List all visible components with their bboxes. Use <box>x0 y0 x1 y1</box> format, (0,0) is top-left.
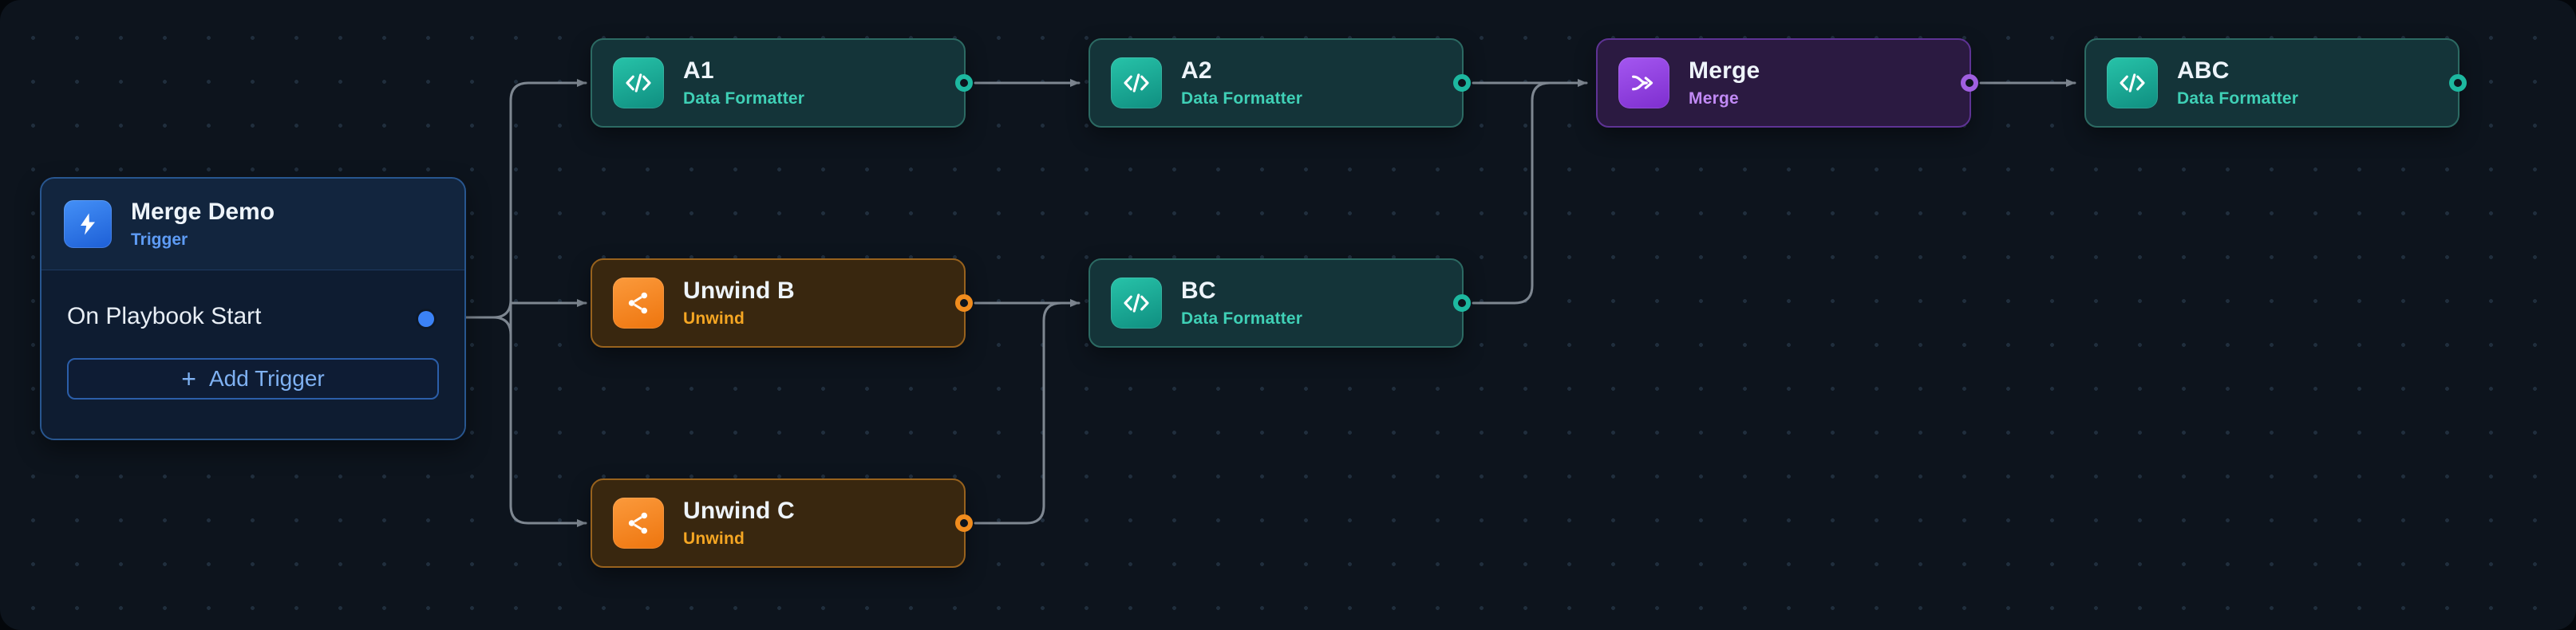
node-bc[interactable]: BC Data Formatter <box>1088 258 1471 348</box>
edge-unwind-c-bc <box>974 301 1074 525</box>
node-labels: A2 Data Formatter <box>1181 57 1302 108</box>
trigger-body: On Playbook Start + Add Trigger <box>41 270 464 439</box>
code-icon <box>1111 57 1162 108</box>
node-unwind-c[interactable]: Unwind C Unwind <box>591 478 973 568</box>
node-merge[interactable]: Merge Merge <box>1596 38 1978 128</box>
trigger-subtitle: Trigger <box>131 230 188 249</box>
split-icon <box>613 498 664 549</box>
node-subtitle: Unwind <box>683 530 745 548</box>
node-subtitle: Data Formatter <box>1181 309 1303 328</box>
node-labels: Merge Merge <box>1689 57 1760 108</box>
code-icon <box>1111 278 1162 329</box>
node-a1[interactable]: A1 Data Formatter <box>591 38 973 128</box>
node-subtitle: Unwind <box>683 309 745 328</box>
edge-bc-merge <box>1472 81 1575 305</box>
node-labels: A1 Data Formatter <box>683 57 804 108</box>
code-icon <box>613 57 664 108</box>
output-port[interactable] <box>1961 74 1978 92</box>
trigger-event-item[interactable]: On Playbook Start <box>67 303 262 329</box>
code-icon <box>2107 57 2158 108</box>
node-unwind-b[interactable]: Unwind B Unwind <box>591 258 973 348</box>
output-port[interactable] <box>1453 294 1471 312</box>
node-subtitle: Data Formatter <box>1181 89 1303 108</box>
node-subtitle: Merge <box>1689 89 1739 108</box>
output-port[interactable] <box>955 514 973 532</box>
node-title: A1 <box>683 57 714 84</box>
node-title: Unwind C <box>683 498 795 524</box>
split-icon <box>613 278 664 329</box>
node-labels: Unwind B Unwind <box>683 278 795 329</box>
output-port[interactable] <box>2449 74 2467 92</box>
node-title: BC <box>1181 278 1216 304</box>
node-subtitle: Data Formatter <box>683 89 805 108</box>
node-labels: Unwind C Unwind <box>683 498 795 549</box>
lightning-bolt-icon <box>64 200 112 248</box>
node-a2[interactable]: A2 Data Formatter <box>1088 38 1471 128</box>
plus-icon: + <box>181 364 196 393</box>
node-title: ABC <box>2177 57 2230 84</box>
trigger-output-port[interactable] <box>418 311 434 327</box>
node-subtitle: Data Formatter <box>2177 89 2299 108</box>
output-port[interactable] <box>955 294 973 312</box>
output-port[interactable] <box>1453 74 1471 92</box>
merge-icon <box>1618 57 1669 108</box>
node-abc[interactable]: ABC Data Formatter <box>2084 38 2467 128</box>
node-labels: BC Data Formatter <box>1181 278 1302 329</box>
node-labels: ABC Data Formatter <box>2177 57 2298 108</box>
output-port[interactable] <box>955 74 973 92</box>
add-trigger-button[interactable]: + Add Trigger <box>67 358 439 400</box>
trigger-header: Merge Demo Trigger <box>41 179 464 270</box>
node-title: Unwind B <box>683 278 795 304</box>
trigger-node[interactable]: Merge Demo Trigger On Playbook Start + A… <box>40 177 466 440</box>
trigger-title: Merge Demo <box>131 199 275 225</box>
node-title: A2 <box>1181 57 1212 84</box>
trigger-labels: Merge Demo Trigger <box>131 199 275 250</box>
add-trigger-label: Add Trigger <box>208 366 325 391</box>
node-title: Merge <box>1689 57 1760 84</box>
